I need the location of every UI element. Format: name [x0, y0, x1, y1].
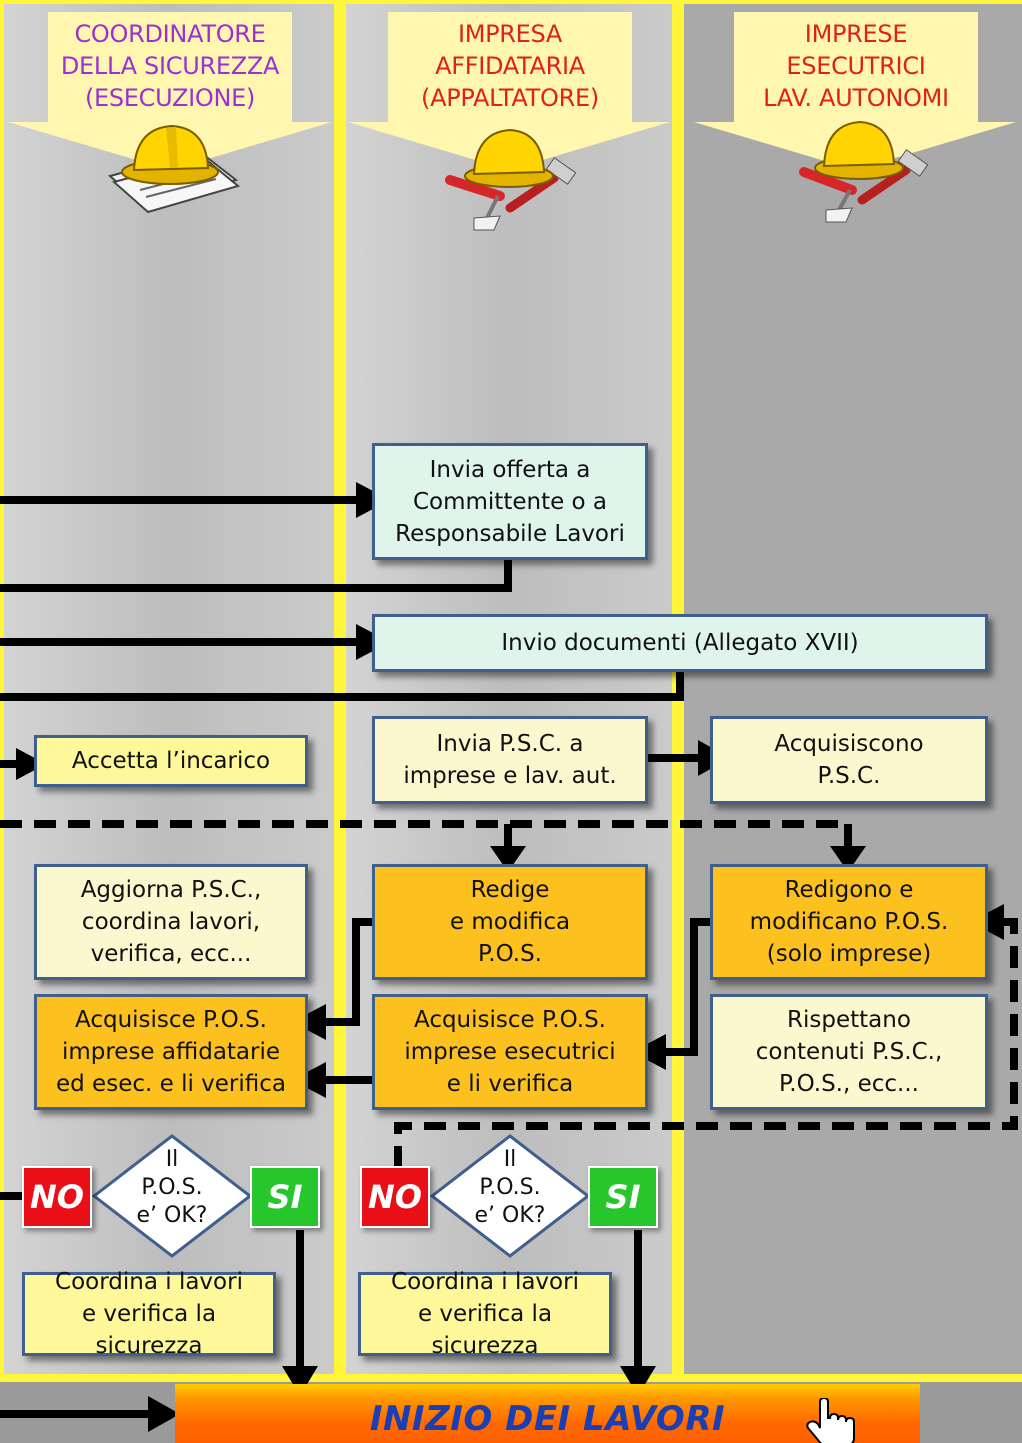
decision-question-1: Il P.O.S. e’ OK?: [136, 1147, 208, 1228]
box-invia-psc: Invia P.S.C. a imprese e lav. aut.: [372, 716, 648, 804]
box-rispettano: Rispettano contenuti P.S.C., P.O.S., ecc…: [710, 994, 988, 1110]
decision-diamond-2: [429, 1134, 591, 1258]
hand-pointer-icon: [806, 1398, 855, 1443]
connector-invio-documenti-out: [0, 672, 684, 701]
header-banner-shape-3: [694, 12, 1016, 170]
arrowhead: [632, 1034, 666, 1070]
box-redige-pos: Redige e modifica P.O.S.: [372, 864, 648, 980]
header-banner-shape-1: [8, 12, 332, 170]
arrowhead: [620, 1366, 656, 1396]
arrowhead: [292, 1004, 326, 1040]
arrow-redige-to-acquisisce-coord: [322, 918, 372, 1026]
arrowhead: [16, 748, 46, 780]
helmet-with-tools-icon: [445, 128, 577, 231]
arrowhead: [292, 1062, 326, 1098]
arrowhead: [148, 1396, 180, 1432]
inizio-lavori-bar[interactable]: INIZIO DEI LAVORI: [175, 1384, 920, 1443]
arrow-redigono-to-acquisisce-impresa: [662, 918, 710, 1056]
arrowhead: [490, 846, 526, 872]
no-badge-1: NO: [22, 1166, 92, 1228]
connector-invia-offerta-out: [0, 560, 512, 592]
box-redigono-pos: Redigono e modificano P.O.S. (solo impre…: [710, 864, 988, 980]
inizio-lavori-label: INIZIO DEI LAVORI: [369, 1399, 726, 1439]
header-banner-shape-2: [348, 12, 670, 170]
box-coordina-lavori-1: Coordina i lavori e verifica la sicurezz…: [22, 1269, 276, 1359]
box-acquisisce-pos-coordinatore: Acquisisce P.O.S. imprese affidatarie ed…: [34, 994, 308, 1110]
box-accetta-incarico: Accetta l’incarico: [34, 735, 308, 787]
si-badge-1: SI: [250, 1166, 320, 1228]
helmet-with-documents-icon: [107, 124, 241, 214]
arrowhead: [282, 1366, 318, 1396]
box-acquisiscono-psc: Acquisiscono P.S.C.: [710, 716, 988, 804]
box-aggiorna-psc: Aggiorna P.S.C., coordina lavori, verifi…: [34, 864, 308, 980]
box-coordina-lavori-2: Coordina i lavori e verifica la sicurezz…: [358, 1269, 612, 1359]
lane-header-coordinatore: COORDINATORE DELLA SICUREZZA (ESECUZIONE…: [60, 20, 280, 112]
lane-header-imprese-esecutrici: IMPRESE ESECUTRICI LAV. AUTONOMI: [763, 20, 949, 112]
decision-question-2: Il P.O.S. e’ OK?: [474, 1147, 546, 1228]
lane-header-impresa-affidataria: IMPRESA AFFIDATARIA (APPALTATORE): [421, 20, 599, 112]
helmet-with-tools-icon: [799, 120, 929, 223]
box-invia-offerta: Invia offerta a Committente o a Responsa…: [372, 443, 648, 560]
dashed-feedback-loop: [394, 918, 1018, 1166]
box-acquisisce-pos-impresa: Acquisisce P.O.S. imprese esecutrici e l…: [372, 994, 648, 1110]
si-badge-2: SI: [588, 1166, 658, 1228]
no-badge-2: NO: [360, 1166, 430, 1228]
box-invio-documenti: Invio documenti (Allegato XVII): [372, 614, 988, 672]
decision-diamond-1: [91, 1134, 253, 1258]
arrowhead: [830, 846, 866, 872]
